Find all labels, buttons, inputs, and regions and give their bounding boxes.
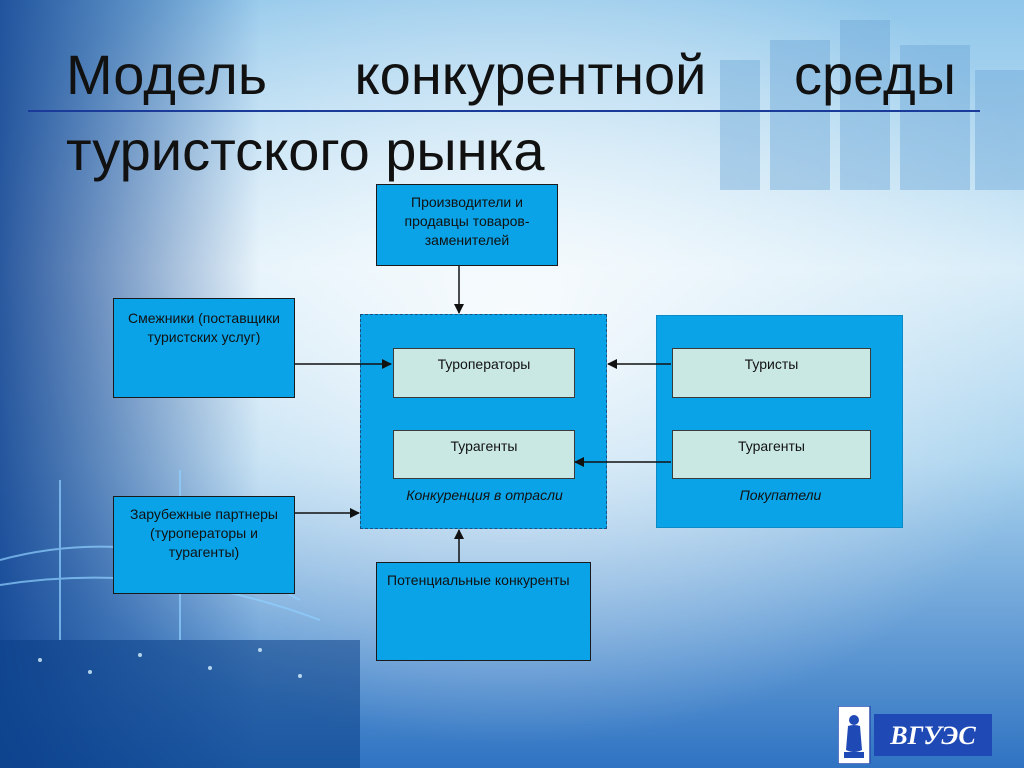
slide-title-line-2: туристского рынка — [66, 119, 545, 182]
buyers-group: Туристы Турагенты Покупатели — [656, 315, 903, 528]
title-underline — [28, 110, 980, 112]
buyer-travel-agents-item: Турагенты — [672, 430, 871, 479]
industry-competition-caption: Конкуренция в отрасли — [406, 487, 563, 503]
logo-text: ВГУЭС — [889, 721, 976, 750]
university-logo: ВГУЭС — [838, 706, 992, 764]
industry-competition-group: Туроператоры Турагенты Конкуренция в отр… — [360, 314, 607, 529]
slide-title-line-1: Модель конкурентной среды — [66, 42, 956, 107]
substitutes-box: Производители и продавцы товаров-заменит… — [376, 184, 558, 266]
tourists-item: Туристы — [672, 348, 871, 398]
title-word: конкурентной — [354, 43, 707, 106]
suppliers-box: Смежники (поставщики туристских услуг) — [113, 298, 295, 398]
buyers-caption: Покупатели — [739, 487, 822, 503]
potential-competitors-box: Потенциальные конкуренты — [376, 562, 591, 661]
title-word: Модель — [66, 43, 268, 106]
tour-operators-item: Туроператоры — [393, 348, 575, 398]
title-word: среды — [794, 43, 956, 106]
foreign-partners-box: Зарубежные партнеры (туроператоры и тура… — [113, 496, 295, 594]
travel-agents-item: Турагенты — [393, 430, 575, 479]
